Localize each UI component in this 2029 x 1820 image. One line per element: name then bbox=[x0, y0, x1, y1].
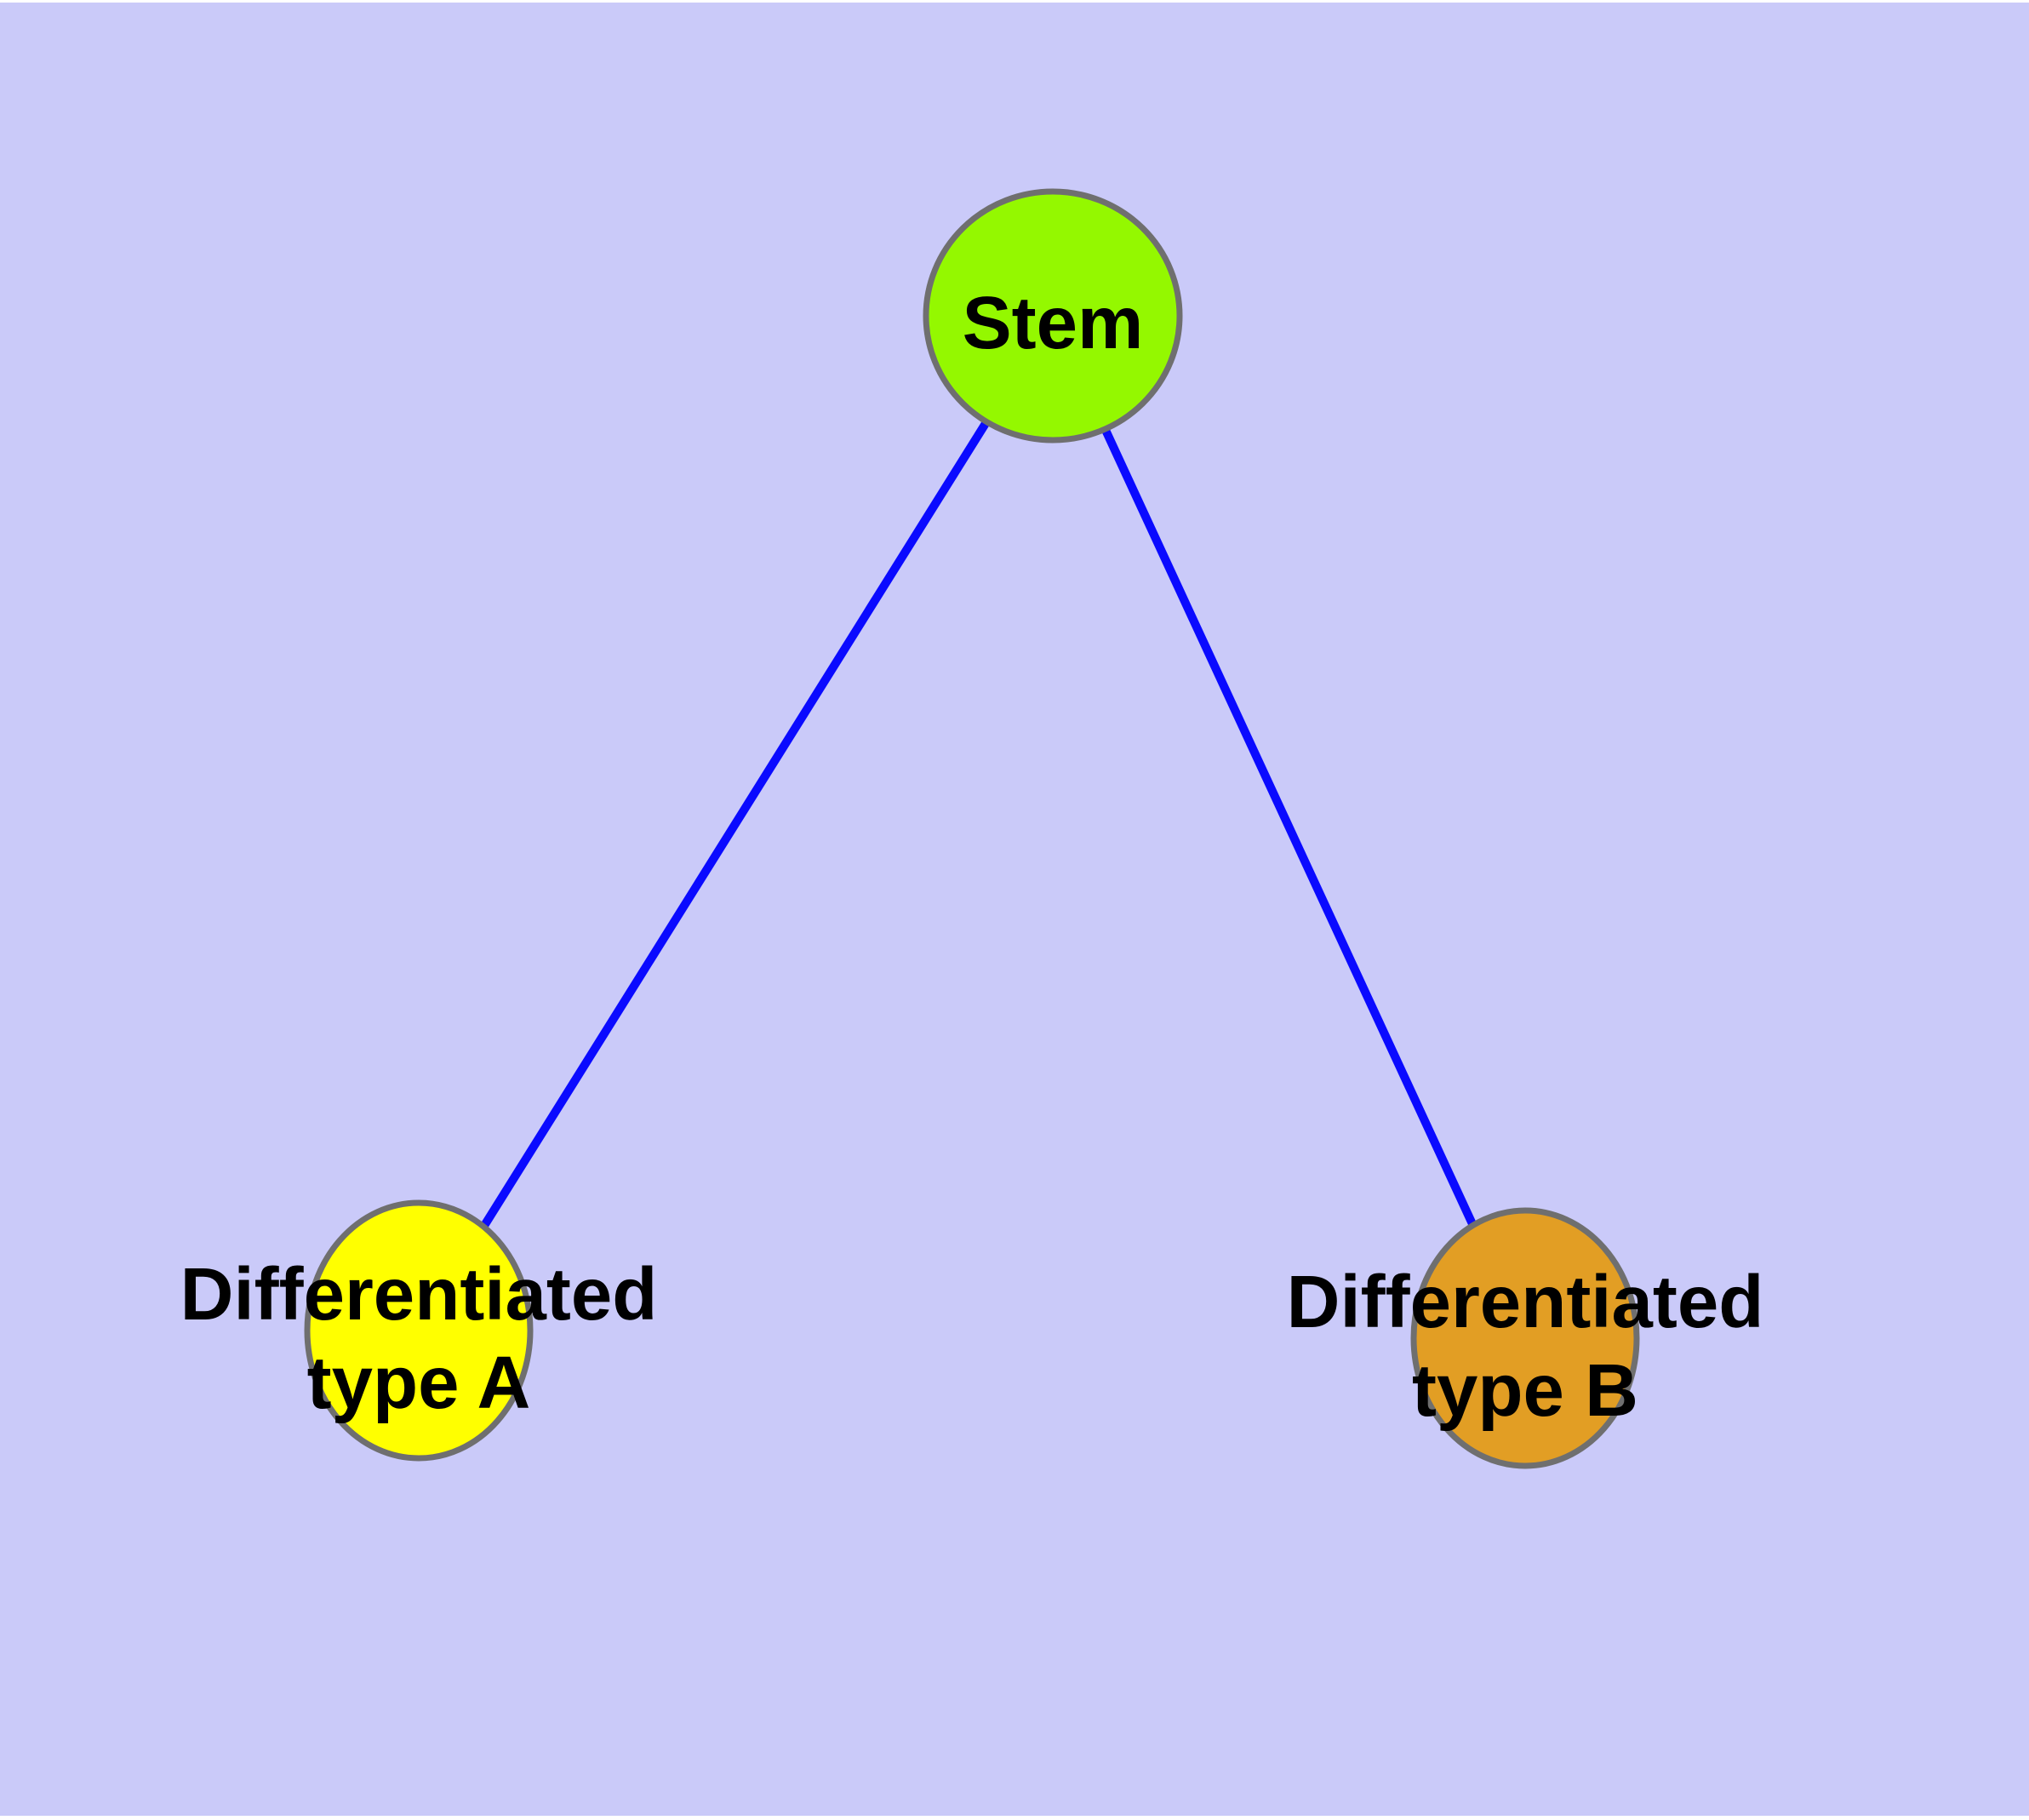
node-differentiated-type-a bbox=[304, 1199, 534, 1462]
node-stem-label: Stem bbox=[963, 282, 1144, 364]
node-differentiated-type-b-label-line1: Differentiated bbox=[1287, 1261, 1764, 1343]
node-differentiated-type-b bbox=[1410, 1207, 1640, 1469]
node-differentiated-type-a-label-line1: Differentiated bbox=[180, 1253, 658, 1336]
node-differentiated-type-b-label-line2: type B bbox=[1412, 1349, 1638, 1432]
node-differentiated-type-a-label-line2: type A bbox=[307, 1342, 531, 1424]
node-stem bbox=[923, 188, 1183, 444]
edge-stem-to-type-b bbox=[1049, 313, 1529, 1341]
edge-stem-to-type-a bbox=[414, 313, 1057, 1333]
